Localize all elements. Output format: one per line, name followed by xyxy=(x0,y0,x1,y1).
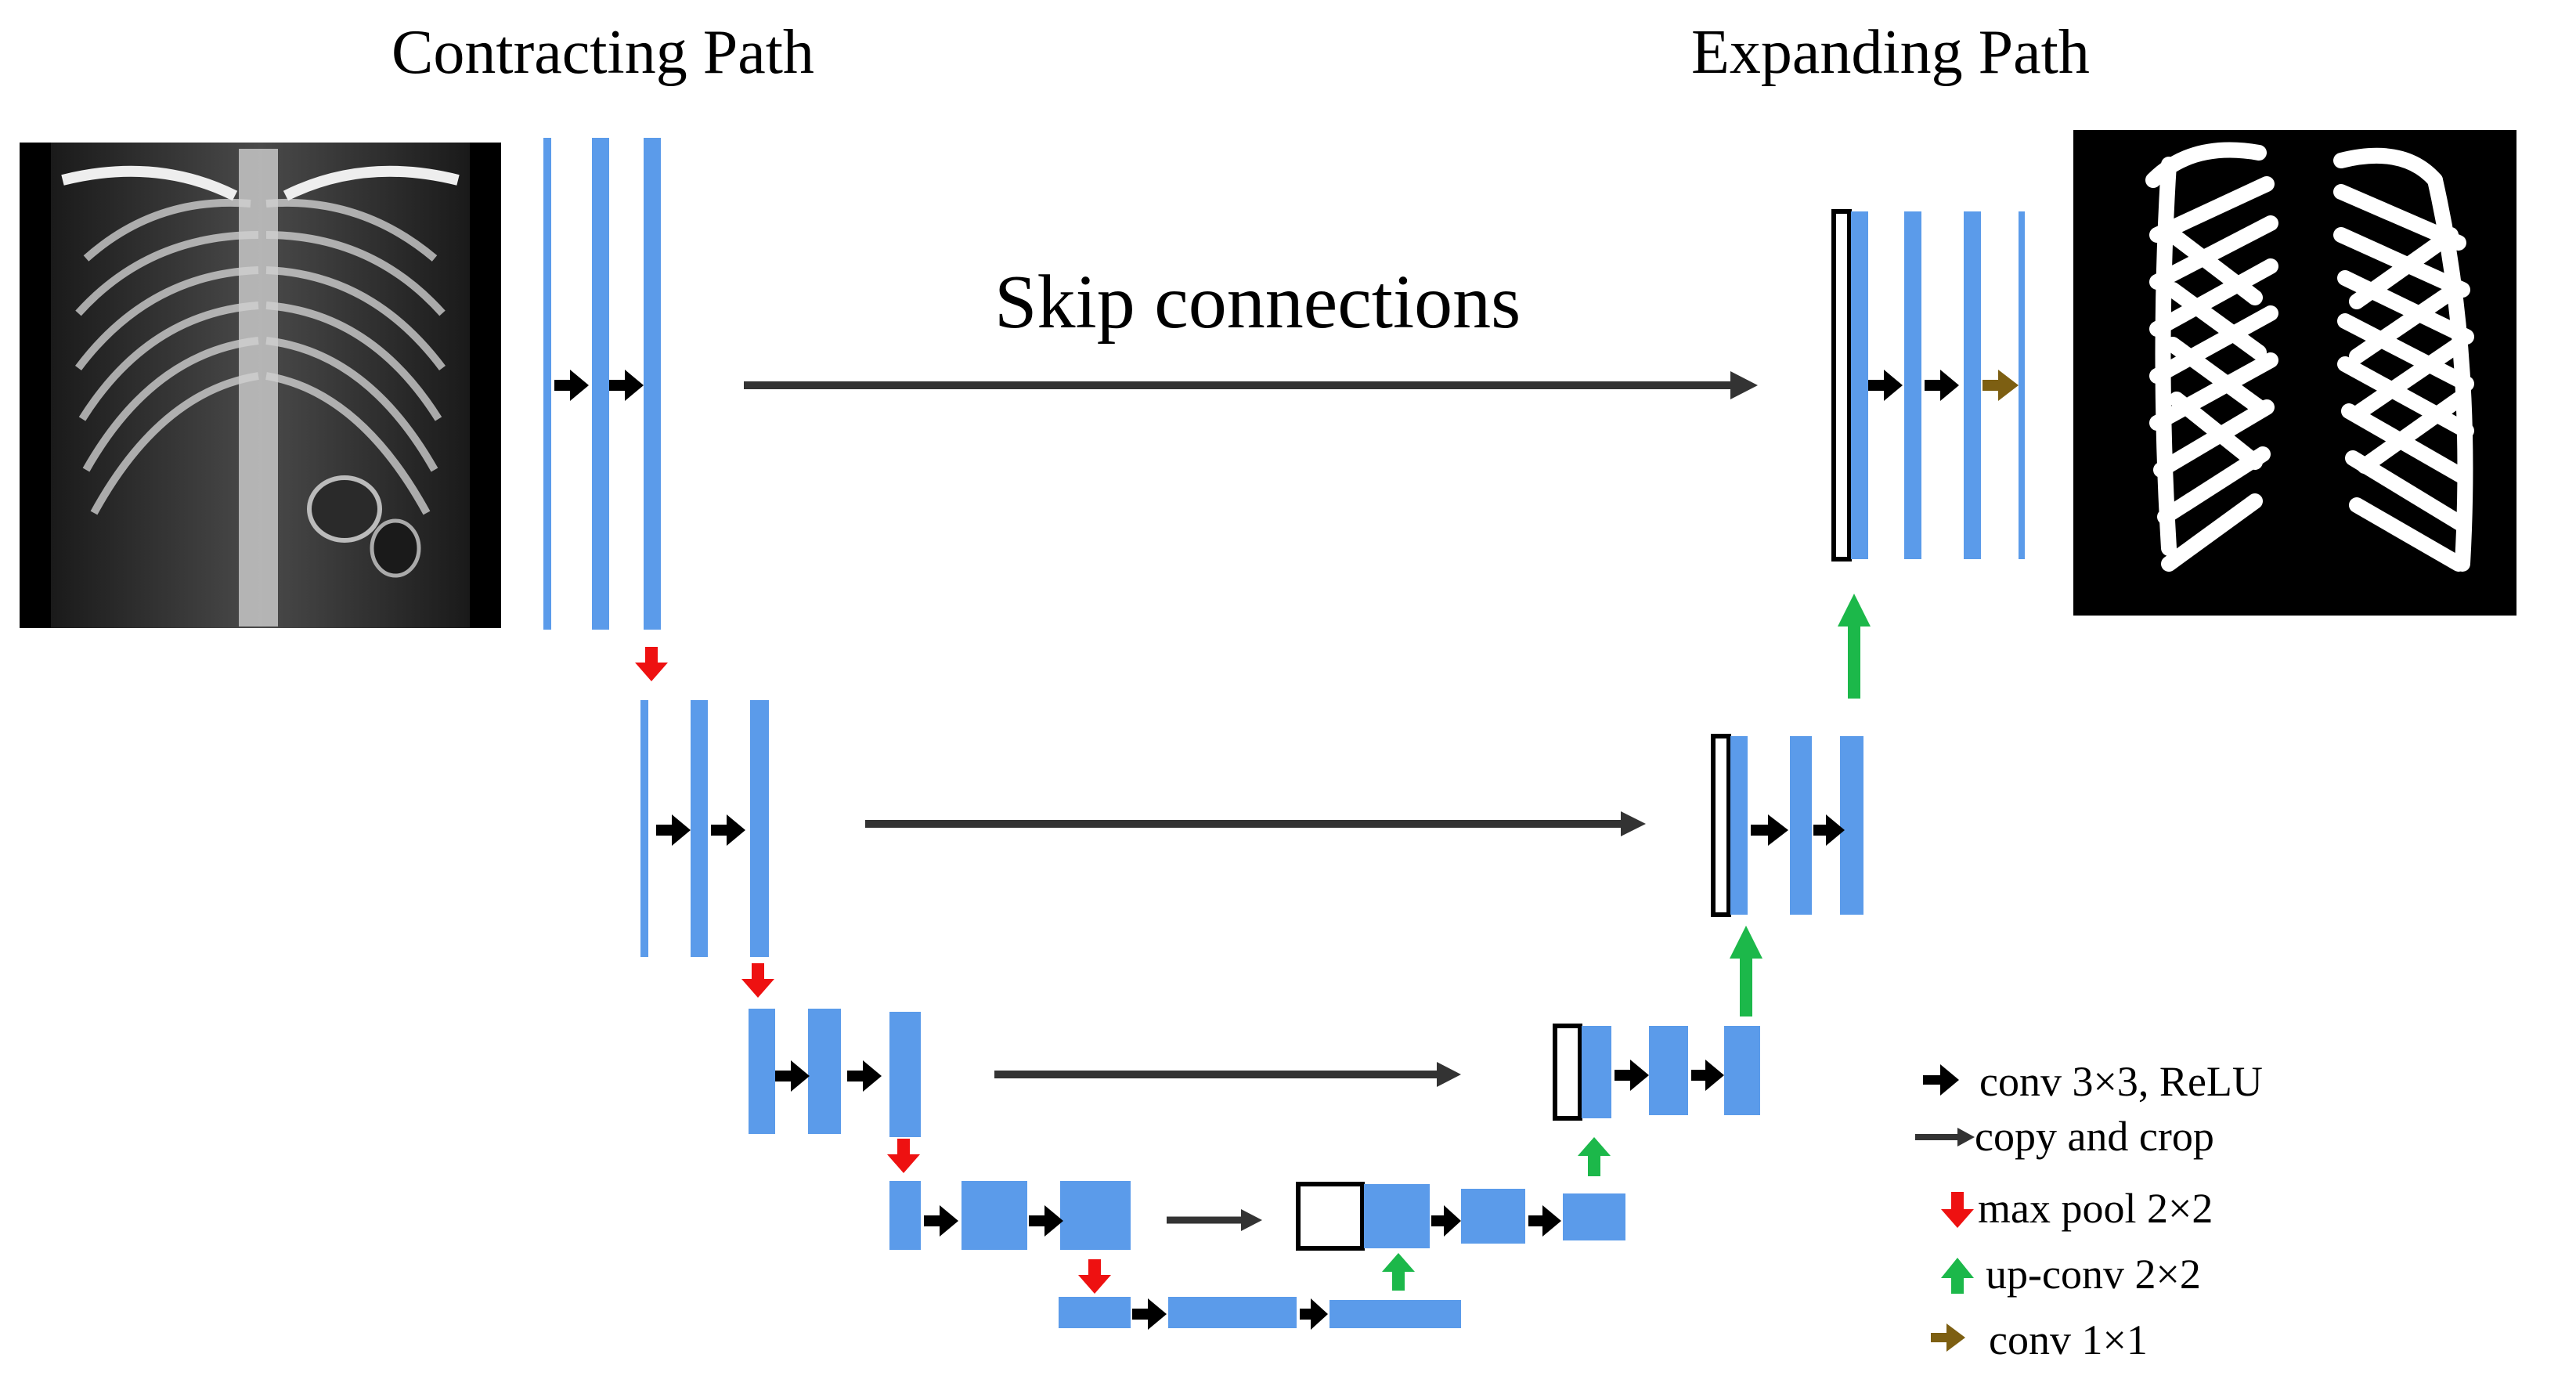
feature-map xyxy=(543,138,551,630)
skip-connection-level-4 xyxy=(1167,1209,1262,1231)
max-pool-arrow-icon xyxy=(741,963,774,998)
up-conv-legend-icon xyxy=(1941,1258,1974,1294)
feature-map xyxy=(691,700,708,957)
conv-arrow-icon xyxy=(1691,1060,1724,1091)
decoder-level-4 xyxy=(1296,1182,1625,1251)
skip-connection-level-1 xyxy=(744,371,1758,399)
feature-map xyxy=(1904,211,1921,559)
feature-map xyxy=(1060,1181,1131,1250)
bottleneck xyxy=(1059,1297,1461,1328)
conv-arrow-icon xyxy=(1300,1298,1328,1330)
feature-map xyxy=(808,1009,841,1134)
conv-arrow-icon xyxy=(711,814,745,846)
skip-connection-level-2 xyxy=(865,811,1646,836)
legend-conv1x1-label: conv 1×1 xyxy=(1989,1316,2148,1363)
feature-map xyxy=(1461,1189,1525,1244)
rib-segmentation-output-image xyxy=(2073,130,2516,616)
feature-map xyxy=(889,1012,921,1137)
conv-arrow-icon xyxy=(1615,1060,1649,1091)
conv-arrow-icon xyxy=(554,370,589,401)
legend-conv3x3-label: conv 3×3, ReLU xyxy=(1979,1058,2263,1105)
skip-connections xyxy=(744,371,1758,1231)
expanding-path-title: Expanding Path xyxy=(1691,18,2090,87)
feature-map xyxy=(1840,736,1863,915)
up-conv-arrow-icon xyxy=(1578,1137,1611,1176)
up-conv-arrow-icon xyxy=(1382,1253,1415,1291)
copied-feature-map xyxy=(1553,1024,1582,1121)
encoder-level-3 xyxy=(749,1009,921,1137)
feature-map xyxy=(640,700,648,957)
max-pool-arrows xyxy=(635,647,1111,1294)
copied-feature-map xyxy=(1831,209,1852,562)
feature-map xyxy=(1724,1026,1760,1115)
feature-map xyxy=(1364,1184,1430,1248)
conv-arrow-icon xyxy=(1029,1205,1063,1237)
feature-map xyxy=(1563,1193,1625,1240)
decoder-level-1 xyxy=(1831,209,2025,562)
legend-up-conv-label: up-conv 2×2 xyxy=(1986,1251,2201,1298)
decoder-level-2 xyxy=(1711,734,1863,917)
conv-arrow-icon xyxy=(924,1205,958,1237)
feature-map xyxy=(1168,1297,1297,1328)
max-pool-arrow-icon xyxy=(1078,1259,1111,1294)
conv-arrow-icon xyxy=(1925,370,1959,401)
max-pool-arrow-icon xyxy=(887,1139,920,1173)
encoder-level-1 xyxy=(543,138,661,630)
conv-arrow-icon xyxy=(656,814,691,846)
conv-arrow-icon xyxy=(1868,370,1903,401)
conv1x1-arrow-icon xyxy=(1983,370,2019,401)
conv-arrow-icon xyxy=(1751,814,1788,846)
conv-arrow-icon xyxy=(1132,1298,1167,1330)
feature-map xyxy=(1329,1300,1461,1328)
up-conv-arrow-icon xyxy=(1730,926,1762,1016)
feature-map xyxy=(1964,211,1981,559)
skip-connection-level-3 xyxy=(994,1062,1461,1087)
legend-icons xyxy=(1915,1064,1975,1352)
skip-connections-label: Skip connections xyxy=(994,260,1521,345)
conv-arrow-icon xyxy=(1813,814,1845,846)
up-conv-arrow-icon xyxy=(1838,594,1871,699)
copied-feature-map xyxy=(1711,734,1731,917)
feature-map xyxy=(592,138,609,630)
feature-map xyxy=(889,1181,921,1250)
conv1x1-legend-icon xyxy=(1931,1323,1965,1352)
decoder-level-3 xyxy=(1553,1024,1760,1121)
copy-crop-legend-icon xyxy=(1915,1128,1975,1146)
feature-map xyxy=(1649,1026,1688,1115)
conv-arrow-icon xyxy=(609,370,644,401)
feature-map xyxy=(1582,1026,1611,1118)
legend-copy-crop-label: copy and crop xyxy=(1975,1113,2214,1160)
encoder-level-4 xyxy=(889,1181,1131,1250)
feature-map xyxy=(1851,211,1868,559)
conv-arrow-icon xyxy=(847,1060,882,1092)
feature-map xyxy=(1730,736,1748,915)
conv-arrow-icon xyxy=(1528,1205,1561,1237)
contracting-path-title: Contracting Path xyxy=(391,18,814,87)
conv-arrow-icon xyxy=(775,1060,810,1092)
output-feature-map xyxy=(2019,211,2025,559)
max-pool-arrow-icon xyxy=(635,647,668,681)
encoder-level-2 xyxy=(640,700,769,957)
feature-map xyxy=(644,138,661,630)
max-pool-legend-icon xyxy=(1941,1192,1974,1228)
feature-map xyxy=(1059,1297,1131,1328)
conv3x3-arrows xyxy=(554,370,1959,1330)
copied-feature-map xyxy=(1296,1182,1365,1251)
conv3x3-legend-icon xyxy=(1923,1064,1959,1096)
conv-arrow-icon xyxy=(1431,1205,1461,1237)
up-conv-arrows xyxy=(1382,594,1871,1291)
legend-max-pool-label: max pool 2×2 xyxy=(1978,1185,2213,1232)
feature-map xyxy=(961,1181,1027,1250)
feature-map xyxy=(1790,736,1812,915)
feature-map xyxy=(750,700,769,957)
feature-map xyxy=(749,1009,775,1134)
chest-xray-input-image xyxy=(20,143,501,628)
